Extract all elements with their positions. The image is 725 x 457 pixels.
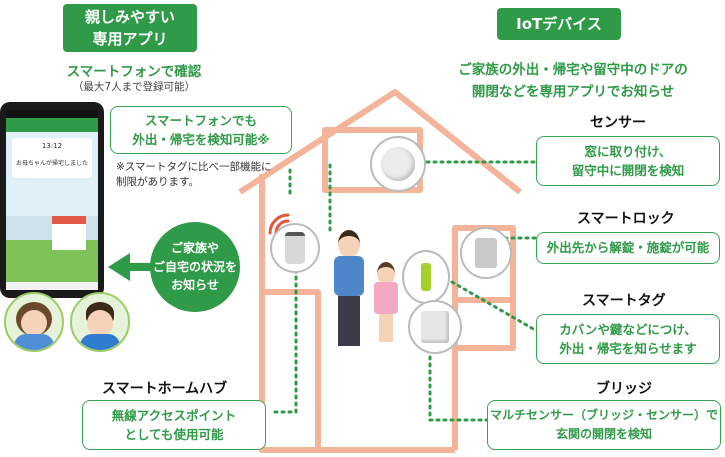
hub-title: スマートホームハブ bbox=[102, 381, 228, 397]
phone-status-bar bbox=[6, 110, 98, 118]
function-limit-note: ※スマートタグに比べ一部機能に 制限があります。 bbox=[116, 161, 272, 189]
notification-time: 13:12 bbox=[41, 142, 63, 150]
smart-tag-body bbox=[421, 263, 431, 291]
sensor-body bbox=[381, 147, 415, 181]
smart-tag-device bbox=[402, 250, 450, 304]
notify-circle: ご家族や ご自宅の状況を お知らせ bbox=[150, 222, 240, 312]
avatar-mother bbox=[4, 292, 64, 352]
notify-arrow bbox=[108, 253, 158, 281]
sensor-title: センサー bbox=[590, 115, 646, 131]
avatar-father-shirt bbox=[80, 334, 120, 350]
avatar-father-face bbox=[87, 310, 113, 336]
app-screen: 13:12 お母ちゃんが帰宅しました bbox=[6, 132, 98, 282]
notification-message: お母ちゃんが帰宅しました bbox=[15, 160, 88, 167]
father-torso bbox=[334, 256, 364, 296]
app-header bbox=[6, 118, 98, 132]
hub-callout: 無線アクセスポイント としても使用可能 bbox=[82, 400, 266, 450]
sensor-device bbox=[370, 136, 426, 192]
app-description: スマートフォンで確認 bbox=[66, 64, 202, 80]
avatar-father bbox=[70, 292, 130, 352]
bridge-device bbox=[408, 300, 462, 354]
bridge-body bbox=[421, 311, 449, 343]
smart-lock-callout: 外出先から解錠・施錠が可能 bbox=[536, 232, 720, 264]
smartphone: 13:12 お母ちゃんが帰宅しました bbox=[0, 102, 104, 298]
smartphone-detect-callout: スマートフォンでも 外出・帰宅を検知可能※ bbox=[110, 106, 292, 154]
bridge-callout: マルチセンサー（ブリッジ・センサー）で 玄関の開閉を検知 bbox=[487, 400, 721, 450]
smart-lock-body bbox=[475, 238, 497, 268]
child-dress bbox=[374, 282, 398, 314]
sensor-callout: 窓に取り付け、 留守中に開閉を検知 bbox=[536, 136, 720, 186]
app-tag: 親しみやすい 専用アプリ bbox=[63, 4, 197, 52]
smart-tag-callout: カバンや鍵などにつけ、 外出・帰宅を知らせます bbox=[536, 314, 720, 364]
smart-lock-device bbox=[460, 227, 512, 279]
father-figure bbox=[332, 230, 368, 350]
app-registration-note: （最大7人まで登録可能） bbox=[72, 81, 196, 93]
hub-body bbox=[285, 232, 305, 264]
house-outline bbox=[238, 89, 522, 453]
bridge-title: ブリッジ bbox=[596, 381, 652, 397]
notification-card: 13:12 お母ちゃんが帰宅しました bbox=[12, 138, 92, 178]
child-legs bbox=[379, 314, 393, 342]
father-head bbox=[338, 230, 360, 258]
connector-lines bbox=[268, 160, 537, 422]
hub-device bbox=[270, 223, 320, 273]
smart-tag-title: スマートタグ bbox=[582, 293, 666, 309]
child-figure bbox=[372, 262, 400, 346]
child-head bbox=[377, 262, 395, 285]
smart-lock-title: スマートロック bbox=[577, 211, 675, 227]
father-legs bbox=[338, 296, 360, 346]
avatar-mother-face bbox=[21, 310, 47, 336]
phone-nav-bar bbox=[6, 282, 98, 290]
iot-description: ご家族の外出・帰宅や留守中のドアの 開閉などを専用アプリでお知らせ bbox=[458, 62, 688, 100]
iot-tag: IoTデバイス bbox=[497, 8, 621, 40]
mini-house bbox=[52, 216, 86, 250]
avatar-mother-shirt bbox=[14, 334, 54, 350]
